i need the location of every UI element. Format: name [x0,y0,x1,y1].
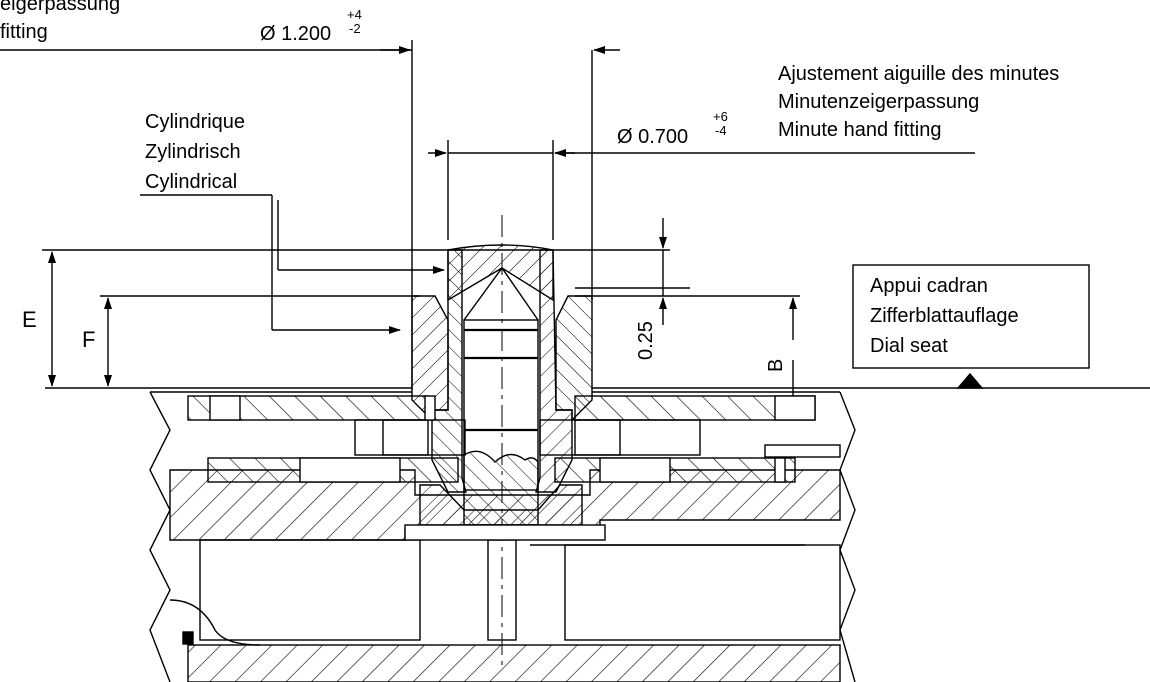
cylindrical-label-fr: Cylindrique [145,111,246,133]
top-left-label-line1: eigerpassung [0,0,121,15]
dial-seat-label-en: Dial seat [870,335,948,357]
dim-hour-diameter-value: Ø 1.200 [260,23,332,45]
dim-minute-diameter-tol-upper: +6 [713,109,728,124]
center-arbor-head [447,244,554,302]
dial-seat-marker [956,372,984,389]
cannon-pinion-left [431,249,467,493]
dimension-b-label: B [765,358,787,372]
dim-minute-diameter-lines [428,140,975,240]
dial-seat-label-de: Zifferblattauflage [870,305,1019,327]
dim-hour-diameter-tol-lower: -2 [349,21,361,36]
main-plate-outline [149,391,171,682]
minute-hand-label-fr: Ajustement aiguille des minutes [778,63,1060,85]
dial-seat-box [852,264,1090,369]
cylindrical-label-en: Cylindrical [145,171,238,193]
dimension-025-label: 0.25 [635,321,657,360]
cylindrical-leaders [140,194,445,334]
dimension-f-label: F [82,327,96,352]
minute-hand-label-de: Minutenzeigerpassung [778,91,980,113]
height-extension-lines [42,218,1150,417]
dim-minute-diameter-tol-lower: -4 [715,123,727,138]
cylindrical-label-de: Zylindrisch [145,141,241,163]
minute-hand-label-en: Minute hand fitting [778,119,942,141]
hour-wheel-tube-right [555,295,593,422]
bottom-plate [187,644,841,682]
dim-hour-diameter-tol-upper: +4 [347,7,362,22]
dimension-e-label: E [22,307,37,332]
top-left-label-line2: fitting [0,21,48,43]
dial-seat-label-fr: Appui cadran [870,275,988,297]
dim-minute-diameter-value: Ø 0.700 [617,126,689,148]
